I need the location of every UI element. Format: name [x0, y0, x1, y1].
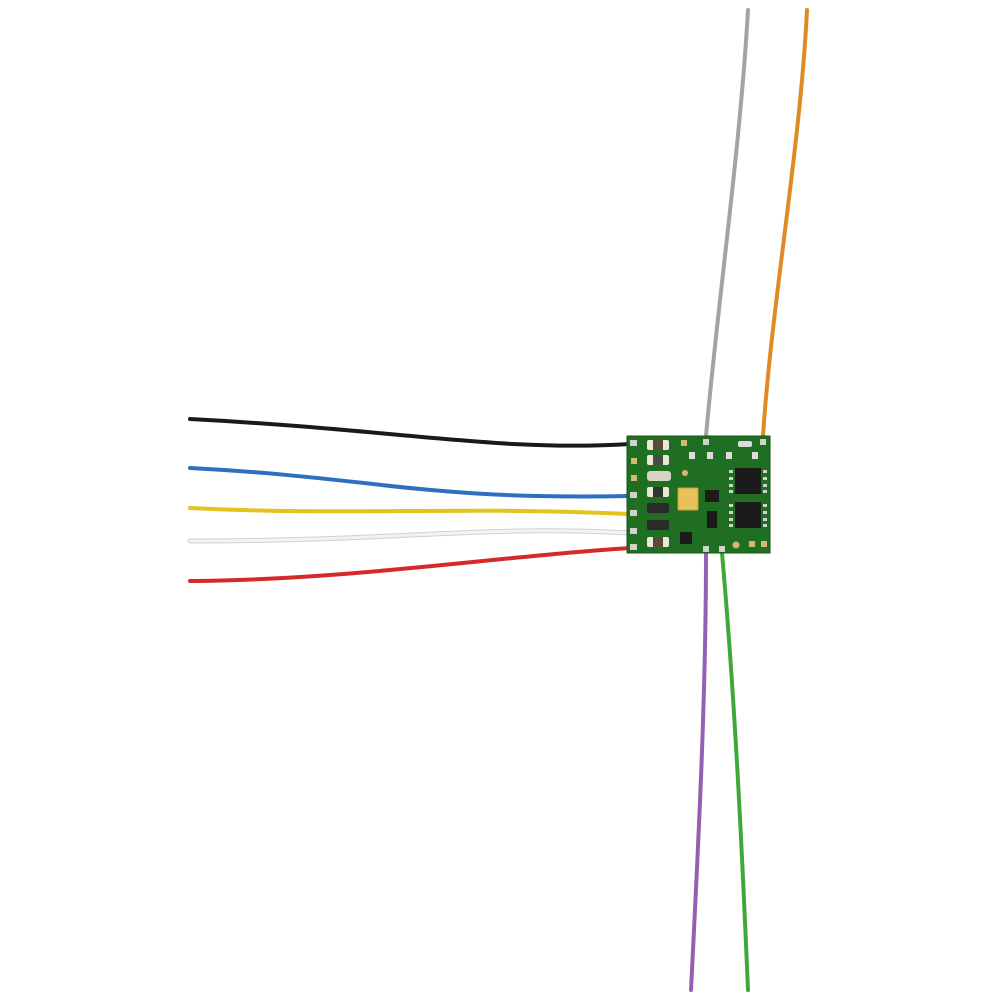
- ic-chips: [680, 468, 761, 544]
- wire-grey: [704, 8, 750, 438]
- wire-red: [188, 546, 632, 583]
- wire-green: [720, 551, 750, 992]
- wire-purple: [689, 551, 708, 992]
- tantalum-capacitor: [677, 487, 699, 511]
- wire-white: [188, 529, 632, 543]
- resistors: [647, 440, 671, 547]
- wire-yellow: [188, 506, 632, 516]
- wire-orange: [761, 8, 809, 438]
- wires: [187, 8, 809, 992]
- wire-black: [188, 417, 632, 448]
- wire-blue: [188, 466, 632, 499]
- pcb-board: [626, 435, 771, 554]
- left-pads: [630, 440, 637, 550]
